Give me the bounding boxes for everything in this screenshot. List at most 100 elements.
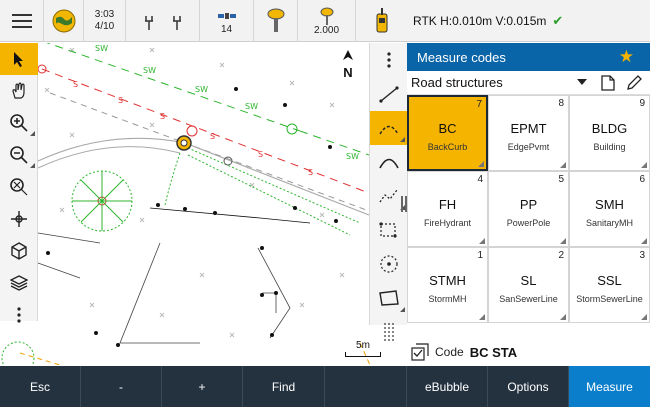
zoom-in-tool[interactable]: [0, 107, 38, 139]
layers-tool[interactable]: [0, 267, 38, 299]
code-button-epmt[interactable]: 8 EPMT EdgePvmt: [488, 95, 569, 171]
code-group-value: Road structures: [411, 75, 503, 90]
radio-status[interactable]: [126, 0, 200, 42]
map-view[interactable]: SW SW SW SW SW S S S S S S: [0, 43, 407, 365]
pointer-arrow-icon: [14, 52, 23, 67]
options-button[interactable]: Options: [488, 366, 569, 407]
measure-area-tool[interactable]: [370, 281, 408, 315]
code-button-ssl[interactable]: 3 SSL StormSewerLine: [569, 247, 650, 323]
svg-text:S: S: [210, 132, 215, 141]
code-options-corner-icon[interactable]: [641, 162, 647, 168]
measure-curve-tool[interactable]: [370, 145, 408, 179]
map-drawing[interactable]: SW SW SW SW SW S S S S S S: [0, 43, 407, 365]
svg-text:SW: SW: [245, 102, 258, 111]
code-button-stmh[interactable]: 1 STMH StormMH: [407, 247, 488, 323]
tree-symbol: [71, 170, 133, 232]
code-button-code: BC: [438, 120, 457, 136]
code-row: Code BC STA: [407, 340, 650, 364]
zoom-extents-tool[interactable]: [0, 171, 38, 203]
zoom-minus-button[interactable]: -: [81, 366, 162, 407]
north-arrow: N: [338, 50, 358, 80]
more-measure-tools-button[interactable]: [370, 43, 408, 77]
measure-label: Measure: [586, 379, 633, 394]
code-options-corner-icon[interactable]: [560, 162, 566, 168]
view-tool[interactable]: [0, 235, 38, 267]
measure-circle-tool[interactable]: [370, 247, 408, 281]
code-options-corner-icon[interactable]: [478, 161, 484, 167]
gnss-receiver-status[interactable]: [254, 0, 298, 42]
circle-point-icon: [380, 255, 398, 273]
svg-text:SW: SW: [95, 44, 108, 53]
survey-points: [46, 87, 338, 347]
code-button-bldg[interactable]: 9 BLDG Building: [569, 95, 650, 171]
code-button-bc[interactable]: 7 BC BackCurb: [407, 95, 488, 171]
code-options-corner-icon[interactable]: [479, 314, 485, 320]
esc-button[interactable]: Esc: [0, 366, 81, 407]
panel-resize-handle[interactable]: [401, 196, 407, 212]
orbit-icon: [11, 211, 27, 227]
rtk-precision-text: RTK H:0.010m V:0.015m: [413, 13, 547, 28]
code-button-pp[interactable]: 5 PP PowerPole: [488, 171, 569, 247]
polyline-icon: [379, 189, 398, 203]
code-options-corner-icon[interactable]: [641, 314, 647, 320]
satellite-icon: [217, 12, 236, 19]
code-options-corner-icon[interactable]: [479, 238, 485, 244]
code-button-code: SMH: [595, 196, 624, 212]
favorite-star-icon[interactable]: ★: [618, 47, 634, 66]
ebubble-button[interactable]: eBubble: [407, 366, 488, 407]
code-button-number: 8: [558, 98, 564, 109]
code-options-corner-icon[interactable]: [560, 314, 566, 320]
check-icon: ✔: [552, 12, 564, 28]
gnss-receiver-icon: [267, 8, 284, 32]
zoom-out-tool[interactable]: [0, 139, 38, 171]
map-toolbar-left: [0, 43, 38, 323]
code-button-code: SL: [520, 272, 537, 288]
code-group-select[interactable]: Road structures: [407, 72, 593, 94]
code-button-smh[interactable]: 6 SMH SanitaryMH: [569, 171, 650, 247]
building-lines: [37, 232, 291, 344]
measure-offset-tool[interactable]: [370, 213, 408, 247]
svg-text:S: S: [118, 96, 123, 105]
measure-vertical-tool[interactable]: [370, 315, 408, 349]
more-vertical-icon: [17, 307, 21, 323]
add-group-button[interactable]: [597, 73, 619, 93]
scale-bar-line: [345, 352, 381, 357]
job-button[interactable]: [44, 0, 84, 42]
more-tools-button[interactable]: [0, 299, 38, 331]
more-vertical-icon: [387, 52, 391, 68]
controller-status[interactable]: [356, 0, 407, 42]
code-button-fh[interactable]: 4 FH FireHydrant: [407, 171, 488, 247]
ebubble-label: eBubble: [424, 379, 470, 394]
code-button-number: 4: [477, 174, 483, 185]
zoom-plus-button[interactable]: +: [162, 366, 243, 407]
code-group-row: Road structures: [407, 71, 650, 95]
code-value[interactable]: BC STA: [469, 344, 518, 360]
measure-line-tool[interactable]: [370, 77, 408, 111]
code-options-corner-icon[interactable]: [560, 238, 566, 244]
find-button[interactable]: Find: [243, 366, 325, 407]
curve-icon: [379, 158, 399, 169]
polygon-icon: [379, 290, 399, 306]
code-button-description: FireHydrant: [423, 217, 471, 228]
satellite-status[interactable]: 14: [200, 0, 254, 42]
code-button-code: EPMT: [510, 120, 547, 136]
antenna-height-status[interactable]: 2.000: [298, 0, 356, 42]
satellite-count: 14: [220, 23, 233, 35]
code-options-corner-icon[interactable]: [641, 238, 647, 244]
edit-group-button[interactable]: [623, 73, 645, 93]
code-button-sl[interactable]: 2 SL SanSewerLine: [488, 247, 569, 323]
select-tool[interactable]: [0, 43, 38, 75]
find-label: Find: [271, 379, 296, 394]
menu-button[interactable]: [0, 0, 44, 42]
code-button-description: EdgePvmt: [507, 141, 550, 152]
code-button-number: 2: [558, 250, 564, 261]
pan-tool[interactable]: [0, 75, 38, 107]
measure-button[interactable]: Measure: [569, 366, 650, 407]
code-label: Code: [435, 345, 464, 359]
orbit-tool[interactable]: [0, 203, 38, 235]
empty-softkey[interactable]: [325, 366, 407, 407]
svg-text:SW: SW: [346, 152, 359, 161]
measure-arc-tool[interactable]: [370, 111, 408, 145]
multi-code-toggle-icon[interactable]: [411, 343, 429, 361]
